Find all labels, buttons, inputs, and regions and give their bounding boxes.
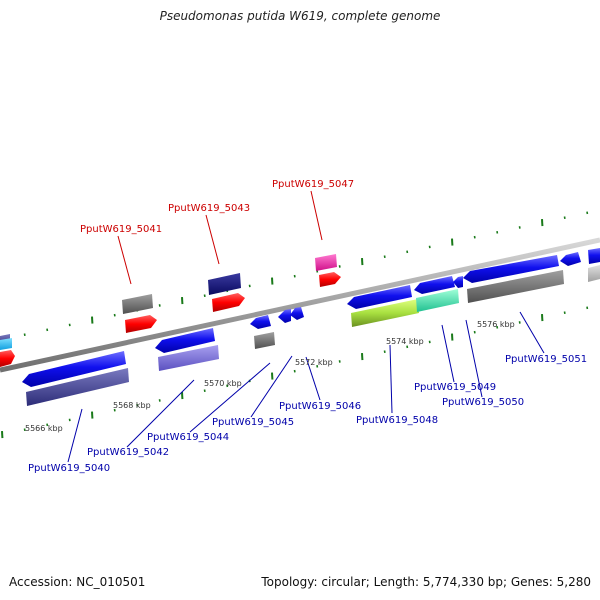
gene-feature-blue[interactable]	[560, 252, 581, 266]
gene-feature-blue[interactable]	[588, 248, 600, 264]
gene-label[interactable]: PputW619_5046	[279, 401, 361, 412]
gene-label[interactable]: PputW619_5049	[414, 382, 496, 393]
gene-label[interactable]: PputW619_5050	[442, 397, 524, 408]
scale-labels: 5566 kbp 5568 kbp 5570 kbp 5572 kbp 5574…	[25, 320, 515, 433]
gene-feature-blue[interactable]	[453, 276, 463, 288]
gene-feature-blue[interactable]	[22, 351, 126, 387]
gene-feature-blue[interactable]	[250, 315, 271, 329]
inner-tick-track	[1, 306, 589, 439]
red-label-connectors	[117, 190, 323, 285]
gene-feature-red[interactable]	[125, 315, 157, 333]
gene-feature-red[interactable]	[0, 350, 15, 367]
gene-feature-blue[interactable]	[278, 309, 291, 323]
gene-label[interactable]: PputW619_5041	[80, 224, 162, 235]
gene-label[interactable]: PputW619_5045	[212, 417, 294, 428]
genome-summary-text: Topology: circular; Length: 5,774,330 bp…	[261, 575, 591, 589]
scale-label: 5570 kbp	[204, 379, 242, 388]
gene-label[interactable]: PputW619_5040	[28, 463, 110, 474]
gene-feature-gray[interactable]	[467, 270, 564, 303]
gene-labels: PputW619_5040 PputW619_5041 PputW619_504…	[28, 179, 587, 474]
gene-feature-lavender[interactable]	[158, 345, 219, 371]
gene-feature-blue[interactable]	[414, 276, 455, 294]
gene-feature-pink[interactable]	[315, 254, 337, 271]
gene-label[interactable]: PputW619_5048	[356, 415, 438, 426]
gene-feature-blue[interactable]	[463, 255, 559, 283]
gene-feature-red[interactable]	[212, 293, 245, 312]
gene-feature-blue[interactable]	[347, 285, 412, 309]
gene-feature-blue[interactable]	[290, 307, 304, 320]
gene-feature-lightgray[interactable]	[588, 265, 600, 282]
genome-title: Pseudomonas putida W619, complete genome	[159, 9, 441, 23]
gene-feature-red[interactable]	[319, 272, 341, 287]
gene-label[interactable]: PputW619_5051	[505, 354, 587, 365]
gene-feature-gray[interactable]	[122, 294, 153, 314]
scale-label: 5568 kbp	[113, 401, 151, 410]
scale-label: 5576 kbp	[477, 320, 515, 329]
gene-feature-slate[interactable]	[26, 368, 129, 406]
gene-label[interactable]: PputW619_5043	[168, 203, 250, 214]
outer-tick-track	[1, 211, 589, 344]
accession-text: Accession: NC_010501	[9, 575, 146, 589]
gene-feature-yellowgreen[interactable]	[351, 299, 419, 327]
gene-feature-aqua[interactable]	[416, 289, 459, 312]
gene-feature-navy[interactable]	[208, 273, 241, 295]
scale-label: 5574 kbp	[386, 337, 424, 346]
gene-label[interactable]: PputW619_5047	[272, 179, 354, 190]
scale-label: 5566 kbp	[25, 424, 63, 433]
gene-feature-gray[interactable]	[254, 332, 275, 349]
scale-label: 5572 kbp	[295, 358, 333, 367]
gene-feature-blue[interactable]	[155, 328, 215, 353]
genome-backbone	[0, 237, 600, 373]
gene-feature-cyan[interactable]	[0, 338, 12, 350]
blue-label-connectors	[67, 311, 545, 463]
gene-label[interactable]: PputW619_5044	[147, 432, 229, 443]
gene-label[interactable]: PputW619_5042	[87, 447, 169, 458]
